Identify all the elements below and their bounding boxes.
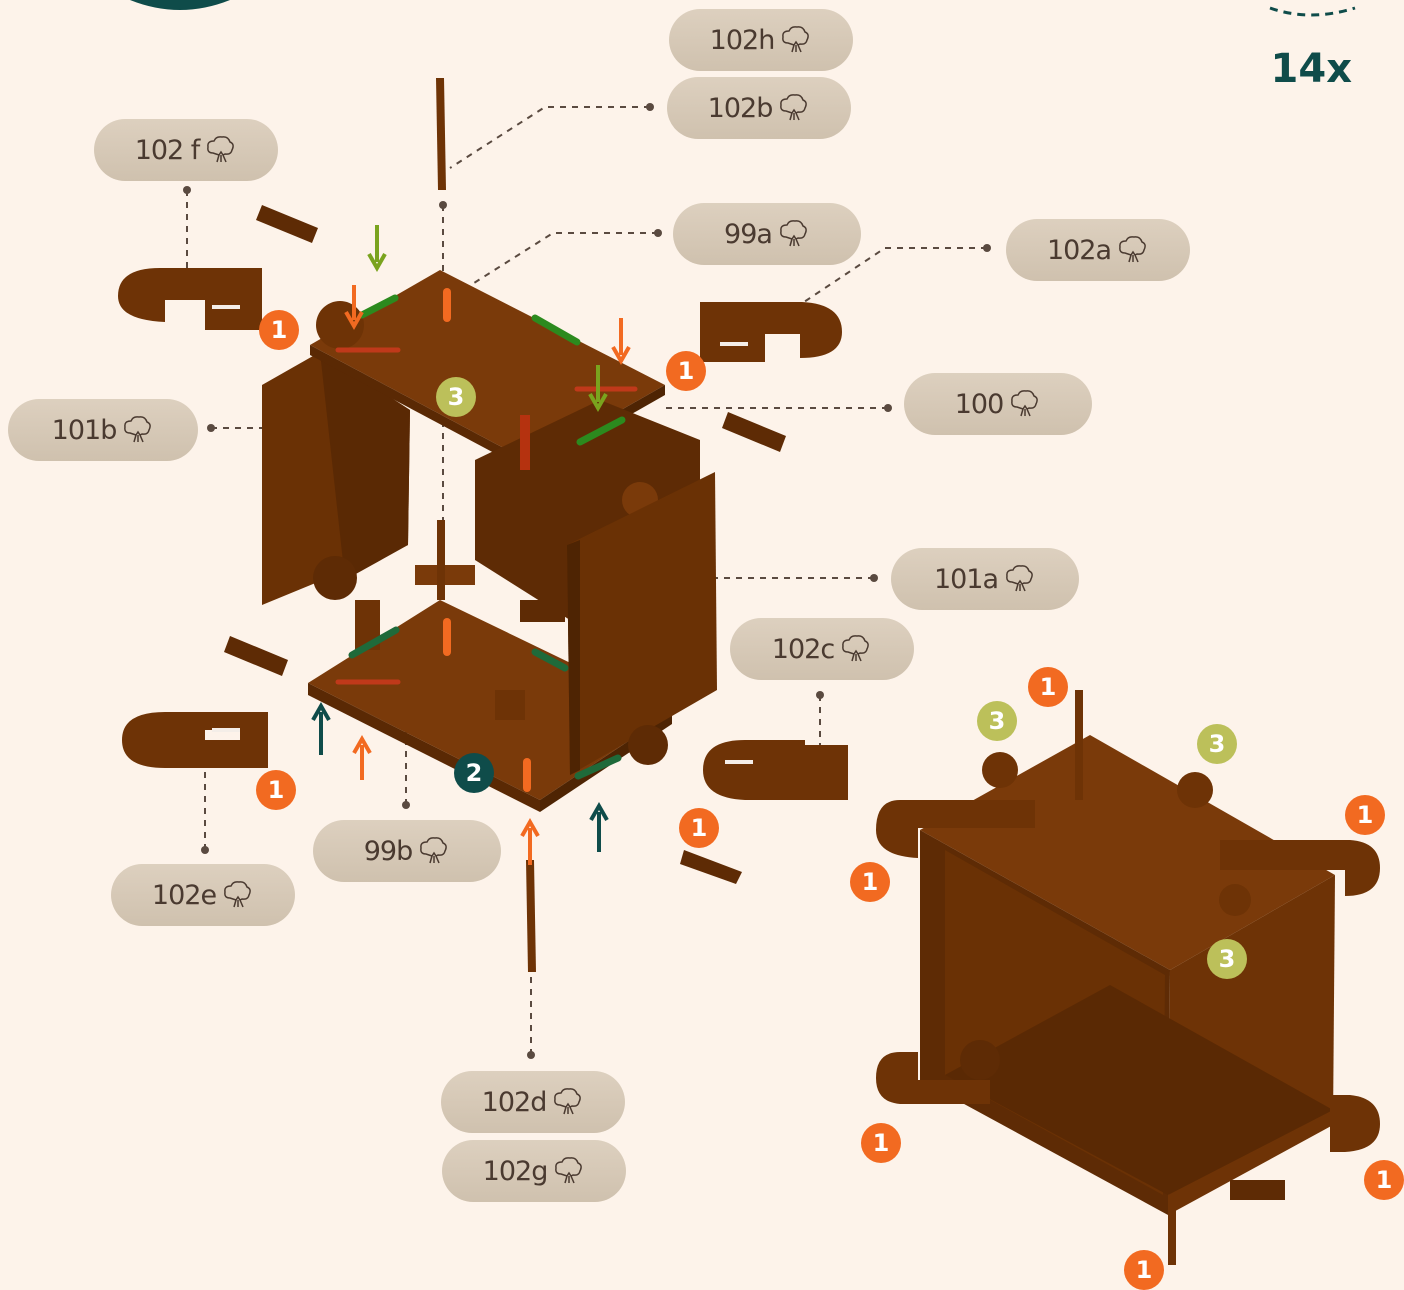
step-2-badge: 2 [454, 753, 494, 793]
step-1-badge: 1 [1124, 1250, 1164, 1290]
label-101b: 101b [8, 399, 198, 461]
label-102c: 102c [730, 618, 914, 680]
step-1-badge: 1 [861, 1123, 901, 1163]
clip-right [722, 412, 786, 452]
tree-icon [120, 413, 154, 447]
rod-102d [526, 860, 536, 972]
tree-icon [550, 1085, 584, 1119]
tree-icon [551, 1154, 585, 1188]
clip-top-left [256, 205, 318, 243]
label-102b: 102b [667, 77, 851, 139]
top-right-dashed-decoration [1270, 8, 1355, 15]
step-1-badge: 1 [1345, 795, 1385, 835]
label-99a: 99a [673, 203, 861, 265]
tree-icon [1002, 562, 1036, 596]
step-1-badge: 1 [259, 310, 299, 350]
tree-icon [1007, 387, 1041, 421]
tree-icon [776, 217, 810, 251]
bracket-102c [703, 740, 848, 800]
tree-icon [1115, 233, 1149, 267]
step-3-badge: 3 [977, 701, 1017, 741]
quantity-label: 14x [1271, 46, 1352, 92]
bracket-102f [118, 268, 262, 330]
rod-102h [436, 78, 446, 190]
label-102f: 102 f [94, 119, 278, 181]
step-1-badge: 1 [1028, 667, 1068, 707]
assembled-view [876, 690, 1380, 1265]
label-102d: 102d [441, 1071, 625, 1133]
label-102g: 102g [442, 1140, 626, 1202]
step-1-badge: 1 [1364, 1160, 1404, 1200]
bracket-102a [700, 302, 842, 362]
tree-icon [776, 91, 810, 125]
tree-icon [203, 133, 237, 167]
tree-icon [838, 632, 872, 666]
label-101a: 101a [891, 548, 1079, 610]
step-3-badge: 3 [1197, 724, 1237, 764]
step-1-badge: 1 [666, 351, 706, 391]
step-1-badge: 1 [679, 808, 719, 848]
tree-icon [220, 878, 254, 912]
label-100: 100 [904, 373, 1092, 435]
bracket-102e [122, 712, 268, 768]
step-3-badge: 3 [436, 377, 476, 417]
step-3-badge: 3 [1207, 939, 1247, 979]
label-102h: 102h [669, 9, 853, 71]
tree-icon [416, 834, 450, 868]
step-1-badge: 1 [850, 862, 890, 902]
clip-bottom-right [680, 850, 742, 884]
clip-left-bottom [224, 636, 288, 676]
top-left-circle-decoration [130, 0, 230, 10]
label-102a: 102a [1006, 219, 1190, 281]
step-1-badge: 1 [256, 770, 296, 810]
label-99b: 99b [313, 820, 501, 882]
tree-icon [778, 23, 812, 57]
label-102e: 102e [111, 864, 295, 926]
